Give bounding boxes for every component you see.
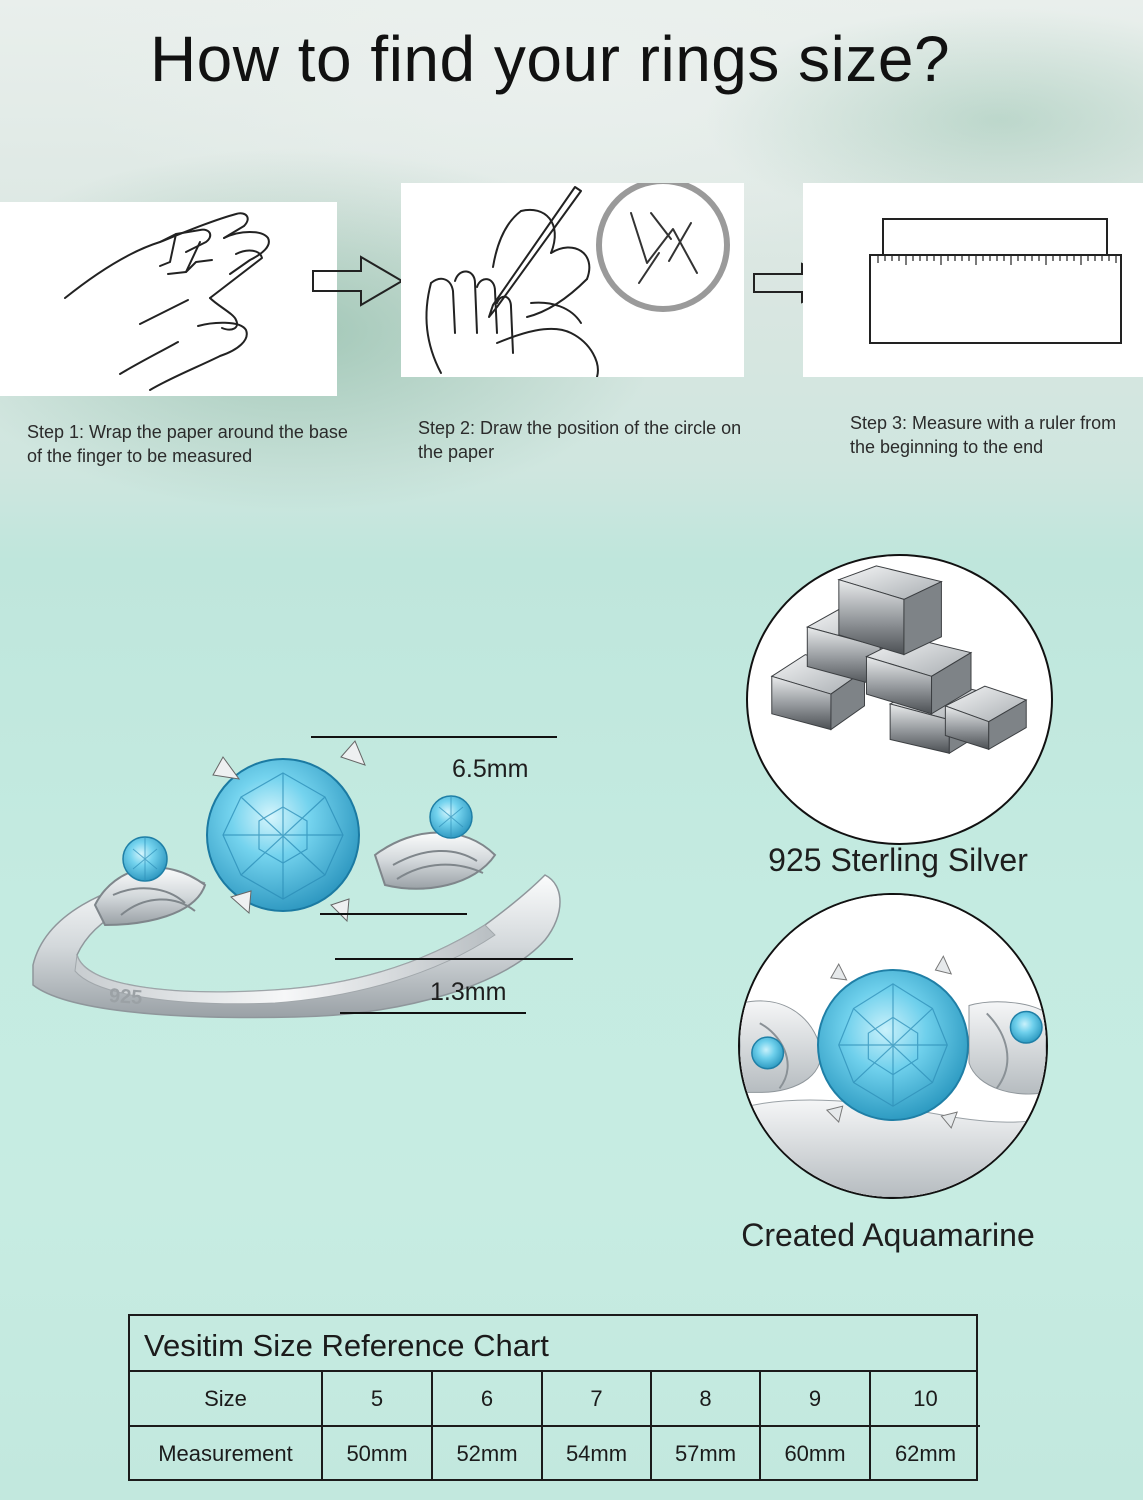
arrow-right-icon bbox=[312, 255, 404, 307]
size-row: Size 5 6 7 8 9 10 bbox=[130, 1372, 980, 1426]
band-width-label: 1.3mm bbox=[430, 978, 507, 1006]
aquamarine-feature-circle bbox=[738, 893, 1048, 1199]
size-cell: 6 bbox=[431, 1372, 542, 1426]
stone-width-label: 6.5mm bbox=[452, 755, 529, 783]
step-1-text: Step 1: Wrap the paper around the base o… bbox=[27, 422, 348, 466]
step-2-text: Step 2: Draw the position of the circle … bbox=[418, 418, 742, 462]
row-label-measurement: Measurement bbox=[130, 1425, 322, 1480]
step-1-illustration bbox=[0, 202, 337, 396]
measurement-cell: 60mm bbox=[759, 1425, 870, 1480]
ruler-icon bbox=[869, 218, 1122, 344]
silver-feature-circle bbox=[746, 554, 1053, 845]
size-reference-chart: Vesitim Size Reference Chart Size 5 6 7 … bbox=[128, 1314, 980, 1481]
step-3-text: Step 3: Measure with a ruler from the be… bbox=[850, 413, 1117, 457]
measurement-cell: 62mm bbox=[869, 1425, 980, 1480]
ring-product-image: 925 bbox=[32, 740, 561, 1019]
measurement-cell: 50mm bbox=[321, 1425, 432, 1480]
stone-dimension-line-bottom bbox=[320, 913, 467, 915]
band-dimension-line-bottom bbox=[340, 1012, 526, 1014]
hand-wrap-icon bbox=[64, 212, 270, 391]
silver-bars-icon bbox=[770, 565, 1028, 755]
row-label-size: Size bbox=[204, 1385, 247, 1411]
measurement-cell: 54mm bbox=[541, 1425, 651, 1480]
ring-stamp: 925 bbox=[108, 985, 143, 1009]
aquamarine-caption: Created Aquamarine bbox=[741, 1217, 1035, 1253]
size-cell: 7 bbox=[541, 1372, 651, 1426]
size-cell: 8 bbox=[650, 1372, 760, 1426]
stone-dimension-line-top bbox=[311, 736, 557, 738]
aquamarine-closeup-icon bbox=[740, 895, 1046, 1197]
silver-caption: 925 Sterling Silver bbox=[768, 842, 1028, 878]
size-cell: 5 bbox=[321, 1372, 432, 1426]
hand-draw-icon bbox=[425, 183, 730, 377]
size-cell: 10 bbox=[869, 1372, 980, 1426]
band-dimension-line-top bbox=[335, 958, 573, 960]
step-2-illustration bbox=[401, 183, 744, 377]
measurement-row: Measurement 50mm 52mm 54mm 57mm 60mm 62m… bbox=[130, 1425, 980, 1480]
size-cell: 9 bbox=[759, 1372, 870, 1426]
chart-title: Vesitim Size Reference Chart bbox=[130, 1316, 976, 1372]
measurement-cell: 52mm bbox=[431, 1425, 542, 1480]
page-title: How to find your rings size? bbox=[149, 23, 951, 95]
step-3-illustration bbox=[803, 183, 1143, 377]
measurement-cell: 57mm bbox=[650, 1425, 760, 1480]
size-table: Size 5 6 7 8 9 10 Measurement 50mm 52mm … bbox=[130, 1372, 980, 1480]
